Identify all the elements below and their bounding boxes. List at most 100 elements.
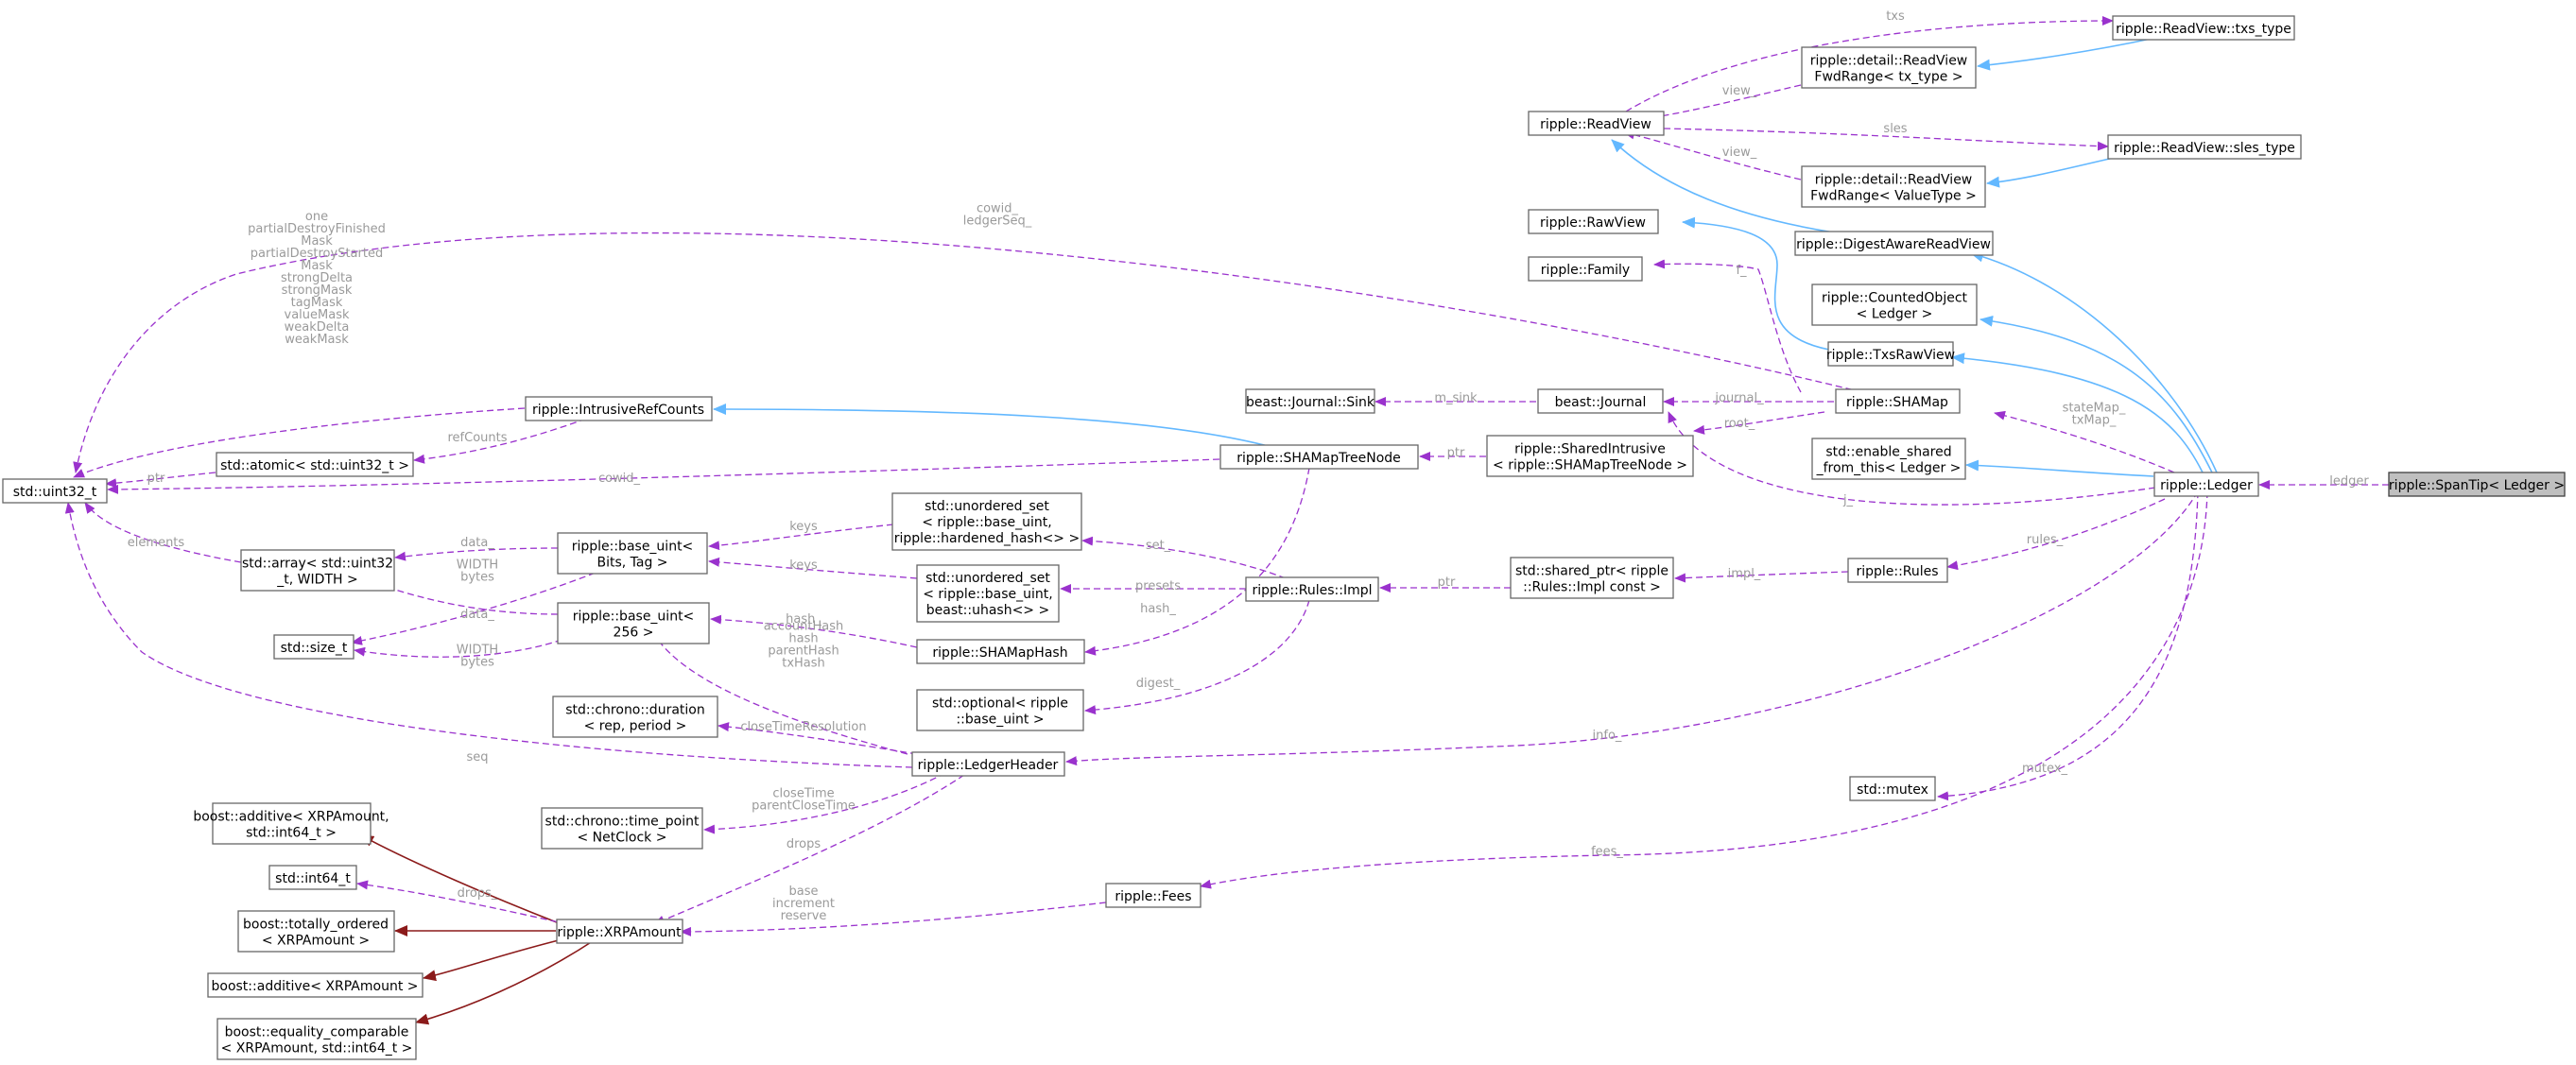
svg-text:ripple::Ledger: ripple::Ledger	[2160, 478, 2253, 493]
class-node-shamap[interactable]: ripple::SHAMap	[1835, 388, 1961, 414]
text-line: std::chrono::duration	[565, 703, 704, 718]
class-node-sizet[interactable]: std::size_t	[273, 634, 354, 660]
text-line: < Ledger >	[1857, 307, 1933, 322]
class-node-totally[interactable]: boost::totally_ordered< XRPAmount >	[237, 910, 395, 953]
text-line: m_sink	[1434, 391, 1478, 405]
text-line: ripple::ReadView::sles_type	[2114, 141, 2295, 156]
edge-baseuint-array	[394, 547, 559, 561]
class-node-journal[interactable]: beast::Journal	[1537, 388, 1664, 414]
text-line: reserve	[781, 909, 827, 923]
class-node-fees[interactable]: ripple::Fees	[1105, 883, 1202, 908]
class-node-shamaphash[interactable]: ripple::SHAMapHash	[916, 639, 1085, 664]
text-line: FwdRange< ValueType >	[1810, 189, 1977, 204]
text-line: < ripple::SHAMapTreeNode >	[1493, 458, 1687, 473]
text-line: cowid_	[598, 472, 641, 486]
svg-text:std::enable_shared_from_this<: std::enable_shared_from_this< Ledger >	[1816, 445, 1962, 476]
class-node-timepoint[interactable]: std::chrono::time_point< NetClock >	[541, 807, 703, 850]
text-line: ripple::detail::ReadView	[1810, 54, 1968, 69]
class-node-readview[interactable]: ripple::ReadView	[1528, 111, 1665, 136]
svg-text:std::array< std::uint32_t, WID: std::array< std::uint32_t, WIDTH >	[242, 557, 393, 588]
class-node-rules[interactable]: ripple::Rules	[1847, 558, 1948, 583]
text-line: ripple::Rules::Impl	[1252, 583, 1372, 598]
edge-ledger-fees	[1200, 490, 2208, 889]
class-node-baseuint256[interactable]: ripple::base_uint<256 >	[557, 602, 710, 644]
class-node-optional[interactable]: std::optional< ripple::base_uint >	[916, 689, 1084, 731]
svg-text:boost::equality_comparable< XR: boost::equality_comparable< XRPAmount, s…	[221, 1025, 413, 1056]
class-node-intrusive[interactable]: ripple::IntrusiveRefCounts	[525, 396, 713, 421]
edge-fees-xrpamount	[680, 902, 1107, 936]
class-node-treenode[interactable]: ripple::SHAMapTreeNode	[1219, 444, 1419, 470]
text-line: cowid_	[977, 202, 1019, 216]
text-line: presets	[1135, 579, 1181, 593]
edge-label-keys-hh: keys	[789, 520, 818, 534]
class-node-atomic[interactable]: std::atomic< std::uint32_t >	[216, 452, 414, 477]
edge-label-ledger: ledger	[2329, 474, 2369, 489]
class-node-sink[interactable]: beast::Journal::Sink	[1245, 388, 1375, 414]
text-line: ripple::ReadView	[1540, 117, 1651, 132]
class-node-int64[interactable]: std::int64_t	[268, 865, 357, 890]
class-node-sharedptr[interactable]: std::shared_ptr< ripple::Rules::Impl con…	[1510, 557, 1674, 599]
text-line: valueMask	[285, 308, 350, 322]
edge-ledgerheader-timepoint	[703, 772, 946, 834]
edge-label-j: j_	[1842, 493, 1854, 507]
edge-shamap-family	[1653, 259, 1802, 393]
text-line: < NetClock >	[578, 831, 667, 846]
edge-xrpamount-equality-comparable	[415, 938, 596, 1025]
class-node-boost-add-i64[interactable]: boost::additive< XRPAmount,std::int64_t …	[193, 802, 389, 845]
text-line: ripple::Ledger	[2160, 478, 2253, 493]
class-node-txsraw[interactable]: ripple::TxsRawView	[1826, 341, 1955, 367]
edge-fwd-tx-readview	[1623, 84, 1802, 126]
class-node-rulesimpl[interactable]: ripple::Rules::Impl	[1245, 576, 1379, 602]
edge-label-cowid: cowid_	[598, 472, 641, 486]
edge-ledger-txsraw	[1951, 352, 2204, 473]
class-node-digest[interactable]: ripple::DigestAwareReadView	[1794, 231, 1994, 256]
class-node-duration[interactable]: std::chrono::duration< rep, period >	[552, 696, 718, 738]
edge-label-keys-beast: keys	[789, 558, 818, 573]
svg-text:std::chrono::time_point< NetCl: std::chrono::time_point< NetClock >	[545, 815, 700, 846]
text-line: elements	[128, 536, 185, 550]
text-line: _t, WIDTH >	[276, 573, 357, 588]
class-node-readview-sles[interactable]: ripple::ReadView::sles_type	[2107, 134, 2302, 160]
edge-readview-txs-fwd-tx	[1977, 37, 2156, 71]
class-node-mutex[interactable]: std::mutex	[1849, 776, 1936, 801]
class-node-readview-txs[interactable]: ripple::ReadView::txs_type	[2112, 15, 2295, 41]
class-node-counted[interactable]: ripple::CountedObject< Ledger >	[1811, 283, 1978, 326]
class-node-uset-hh[interactable]: std::unordered_set< ripple::base_uint,ri…	[891, 492, 1082, 551]
text-line: sles	[1883, 122, 1907, 136]
class-node-spantip[interactable]: ripple::SpanTip< Ledger >	[2388, 472, 2566, 497]
svg-text:boost::additive< XRPAmount >: boost::additive< XRPAmount >	[212, 979, 419, 994]
class-node-rawview[interactable]: ripple::RawView	[1528, 209, 1659, 234]
text-line: Mask	[301, 234, 333, 249]
text-line: f_	[1736, 264, 1747, 278]
class-node-baseuint-bt[interactable]: ripple::base_uint<Bits, Tag >	[557, 532, 708, 575]
svg-text:boost::totally_ordered< XRPAmo: boost::totally_ordered< XRPAmount >	[243, 918, 389, 949]
text-line: keys	[789, 558, 818, 573]
class-node-xrpamount[interactable]: ripple::XRPAmount	[556, 919, 683, 944]
class-node-uint32[interactable]: std::uint32_t	[2, 478, 108, 504]
edge-treenode-intrusive	[713, 404, 1272, 448]
class-node-array[interactable]: std::array< std::uint32_t, WIDTH >	[240, 549, 395, 592]
text-line: set_	[1146, 539, 1171, 553]
edge-label-ptr-impl: ptr	[1438, 575, 1456, 590]
edge-fwd-val-readview	[1623, 129, 1802, 180]
text-line: std::int64_t	[275, 871, 351, 886]
edge-label-data-256: data_	[460, 608, 494, 622]
text-line: ripple::LedgerHeader	[918, 758, 1059, 773]
text-line: ripple::CountedObject	[1822, 291, 1968, 306]
class-node-sharedintr[interactable]: ripple::SharedIntrusive< ripple::SHAMapT…	[1486, 435, 1694, 477]
text-line: std::enable_shared	[1825, 445, 1951, 460]
class-node-equality[interactable]: boost::equality_comparable< XRPAmount, s…	[216, 1018, 417, 1060]
class-node-ledger[interactable]: ripple::Ledger	[2153, 472, 2259, 497]
svg-text:ripple::DigestAwareReadView: ripple::DigestAwareReadView	[1796, 237, 1991, 252]
class-node-enableshared[interactable]: std::enable_shared_from_this< Ledger >	[1811, 438, 1966, 480]
class-node-family[interactable]: ripple::Family	[1528, 256, 1643, 282]
class-node-boost-add[interactable]: boost::additive< XRPAmount >	[207, 972, 424, 998]
class-node-uset-beast[interactable]: std::unordered_set< ripple::base_uint,be…	[916, 564, 1060, 623]
edge-label-fees: fees_	[1591, 845, 1623, 859]
class-node-ledgerheader[interactable]: ripple::LedgerHeader	[911, 751, 1065, 777]
edge-baseuint-sizet	[351, 564, 615, 645]
